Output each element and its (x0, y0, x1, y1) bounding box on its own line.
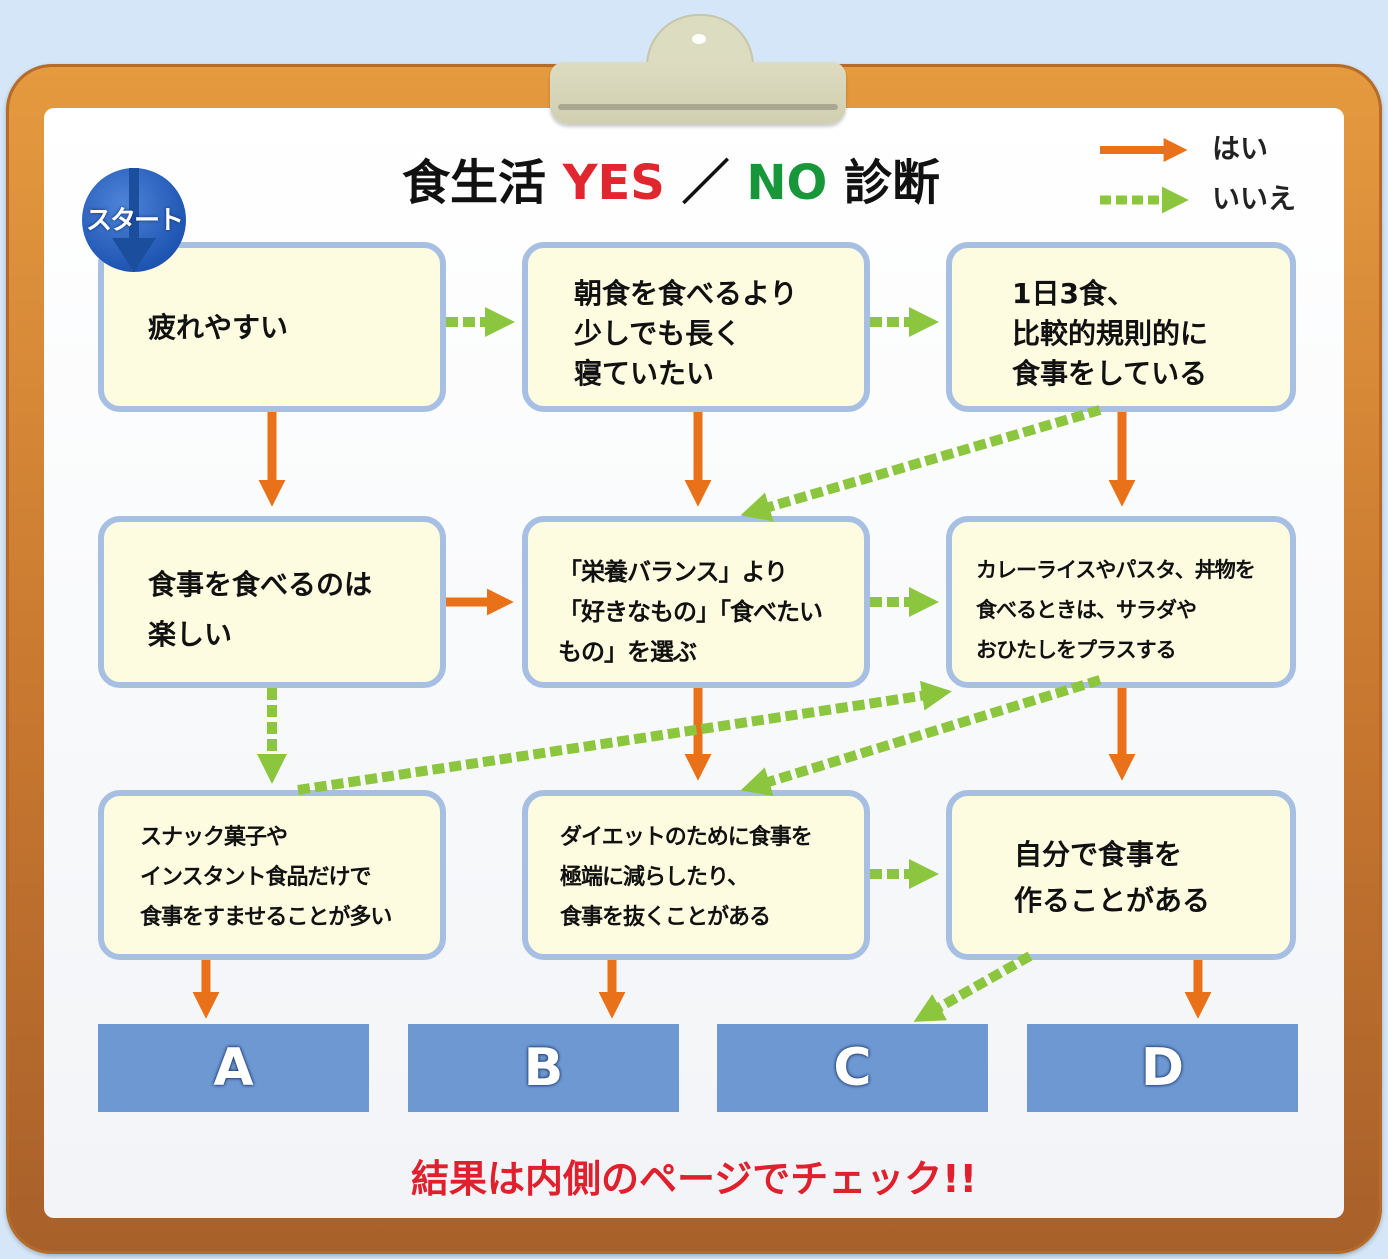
result-label-b: B (523, 1038, 564, 1098)
question-text-q9: 自分で食事を 作ることがある (1014, 838, 1211, 917)
footer-note: 結果は内側のページでチェック!! (411, 1157, 977, 1201)
title-yes: YES (562, 155, 665, 211)
start-label: スタート (85, 206, 184, 236)
result-box-a[interactable]: A (98, 1024, 369, 1112)
start-badge (82, 168, 186, 272)
question-box-q5: 「栄養バランス」より 「好きなもの」「食べたい もの」を選ぶ (522, 516, 870, 688)
question-text-q2: 朝食を食べるより 少しでも長く 寝ていたい (574, 277, 798, 390)
question-text-q1: 疲れやすい (148, 311, 289, 344)
legend-yes-label: はい (1212, 132, 1269, 165)
question-box-q6: カレーライスやパスタ、丼物を 食べるときは、サラダや おひたしをプラスする (946, 516, 1296, 688)
result-box-d[interactable]: D (1027, 1024, 1298, 1112)
title-main: 食生活 (402, 155, 547, 211)
result-label-c: C (833, 1038, 872, 1098)
legend-no-label: いいえ (1212, 182, 1297, 215)
question-box-q2: 朝食を食べるより 少しでも長く 寝ていたい (522, 242, 870, 412)
clip-bar (558, 104, 838, 110)
question-box-q3: 1日3食、 比較的規則的に 食事をしている (946, 242, 1296, 412)
question-text-q4: 食事を食べるのは 楽しい (148, 568, 373, 651)
question-box-q1: 疲れやすい (98, 242, 446, 412)
result-box-c[interactable]: C (717, 1024, 988, 1112)
question-text-q7: スナック菓子や インスタント食品だけで 食事をすませることが多い (140, 825, 392, 930)
clip-hole (692, 34, 706, 44)
title-separator: ／ (681, 155, 730, 211)
arrow-q6-q8 (740, 675, 1102, 797)
title-suffix: 診断 (844, 155, 941, 211)
result-label-d: D (1140, 1038, 1185, 1098)
start-arrow-icon (112, 168, 156, 272)
page-title: 食生活 YES ／ NO 診断 (402, 148, 1002, 218)
arrow-q3-q5 (740, 405, 1102, 522)
question-box-q8: ダイエットのために食事を 極端に減らしたり、 食事を抜くことがある (522, 790, 870, 960)
question-text-q5: 「栄養バランス」より 「好きなもの」「食べたい もの」を選ぶ (558, 558, 823, 666)
result-label-a: A (213, 1038, 254, 1098)
question-text-q3: 1日3食、 比較的規則的に 食事をしている (1012, 277, 1209, 390)
question-box-q9: 自分で食事を 作ることがある (946, 790, 1296, 960)
question-text-q8: ダイエットのために食事を 極端に減らしたり、 食事を抜くことがある (560, 825, 813, 930)
question-box-q4: 食事を食べるのは 楽しい (98, 516, 446, 688)
arrow-q7-q6 (297, 680, 952, 795)
title-no: NO (746, 155, 828, 211)
question-box-q7: スナック菓子や インスタント食品だけで 食事をすませることが多い (98, 790, 446, 960)
arrow-q9-c (913, 951, 1033, 1022)
clip-body (550, 62, 846, 124)
question-text-q6: カレーライスやパスタ、丼物を 食べるときは、サラダや おひたしをプラスする (976, 558, 1256, 662)
result-box-b[interactable]: B (408, 1024, 679, 1112)
